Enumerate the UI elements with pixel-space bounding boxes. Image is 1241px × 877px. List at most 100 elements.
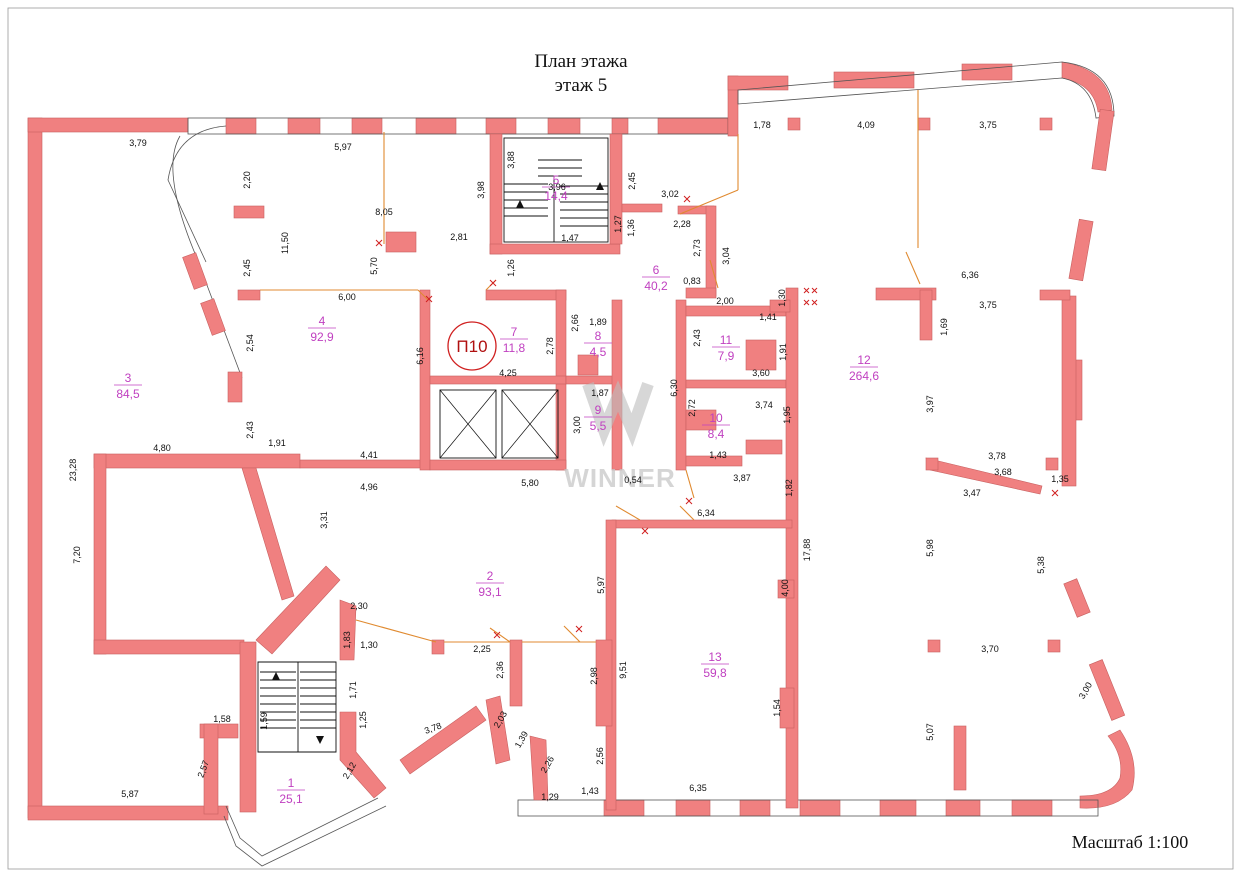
wall-top-outline [187,117,729,135]
stair5-wall [489,133,503,255]
watermark-text: WINNER [564,463,675,493]
room-number: 10 [709,411,723,425]
dimension-label: 2,20 [242,171,252,189]
x-mark [375,239,383,247]
room1-outline-outer [223,805,387,867]
room-area: 25,1 [279,792,303,806]
room-area: 14,4 [544,189,568,203]
room10-bottom [685,455,743,467]
bay-wall [227,371,243,403]
door-swing [563,625,581,643]
wall-top-right-seg [833,71,915,89]
dimension-label: 3,04 [721,247,731,265]
wall-notch [529,735,549,801]
stair5-wall [621,203,663,213]
x-mark [683,195,691,203]
room-area: 4,5 [590,345,607,359]
x-mark [575,625,583,633]
room12-col [925,457,939,471]
wall-corner-curve-bottom [1079,729,1135,809]
room-area: 59,8 [703,666,727,680]
scale-label: Масштаб 1:100 [1072,832,1189,852]
elevators [439,389,559,459]
p10-label: П10 [456,337,487,356]
dimension-label: 7,20 [72,546,82,564]
wall-top-seg [611,117,629,135]
bay-wall [182,252,208,290]
dimension-label: 4,96 [360,482,378,492]
door-swing [489,627,511,643]
wall-top-seg [415,117,457,135]
wall-bottom-seg [879,799,917,817]
plan-subtitle: этаж 5 [555,75,608,96]
dimension-label: 1,36 [626,219,636,237]
dimension-label: 3,47 [963,488,981,498]
dimension-label: 6,36 [961,270,979,280]
wall-corner-curve [1061,61,1113,113]
dimension-label: 2,78 [545,337,555,355]
stairs-1 [257,661,337,753]
room11-top-right [769,299,791,313]
wall-top-seg [485,117,517,135]
wall-bottom-seg [1011,799,1053,817]
wall-top-right-outline [737,61,1115,119]
dimension-label: 5,70 [369,257,379,275]
door-swing [417,289,429,301]
room12-col [1045,457,1059,471]
room12-col [1039,117,1053,131]
room3-bottom-wall [93,639,245,655]
dimension-label: 3,78 [988,451,1006,461]
room-area: 5,5 [590,419,607,433]
corridor-wall [685,287,717,299]
dimension-label: 6,00 [338,292,356,302]
dimension-label: 2,36 [495,661,505,679]
room13-col [777,579,795,599]
bay-curve-inner [167,125,227,263]
dimension-label: 1,78 [753,120,771,130]
room-number: 4 [319,314,326,328]
dimension-label: 0,54 [624,475,642,485]
dimension-label: 1,47 [561,233,579,243]
room-number: 12 [857,353,871,367]
dimension-label: 3,98 [476,181,486,199]
stair1-wall [339,711,387,799]
dimension-label: 1,43 [709,450,727,460]
dimension-label: 1,43 [581,786,599,796]
dimension-label: 3,75 [979,300,997,310]
room12-col [927,639,941,653]
dimension-label: 3,31 [319,511,329,529]
wall-right-seg [1088,659,1126,721]
room-label-6: 640,2 [642,263,670,293]
wall-bottom-seg [799,799,841,817]
room2-col [431,639,445,655]
wall-left [27,117,43,819]
room-area: 93,1 [478,585,502,599]
dimension-label: 9,51 [618,661,628,679]
x-mark [803,287,818,306]
dimension-label: 3,00 [572,416,582,434]
room12-left-wall [785,287,799,809]
room-number: 7 [511,325,518,339]
dimension-label: 6,16 [415,347,425,365]
dimension-label: 2,28 [673,219,691,229]
outer-walls [27,61,1135,821]
dimension-label: 1,26 [506,259,516,277]
room-area: 11,8 [503,341,526,355]
wall-right-seg [1063,578,1091,618]
room-label-5: 514,4 [542,173,570,203]
room10-block [745,439,783,455]
x-mark [641,527,649,535]
dimension-label: 2,73 [692,239,702,257]
room-number: 3 [125,371,132,385]
dimension-label: 1,71 [348,681,358,699]
elevator-right [501,389,559,459]
room7-wall [419,289,431,471]
dimension-label: 1,58 [213,714,231,724]
wall-bottom-outline [517,799,1099,817]
room1-left-wall [239,641,257,813]
watermark: WINNER [564,380,675,493]
room-area: 92,9 [310,330,334,344]
